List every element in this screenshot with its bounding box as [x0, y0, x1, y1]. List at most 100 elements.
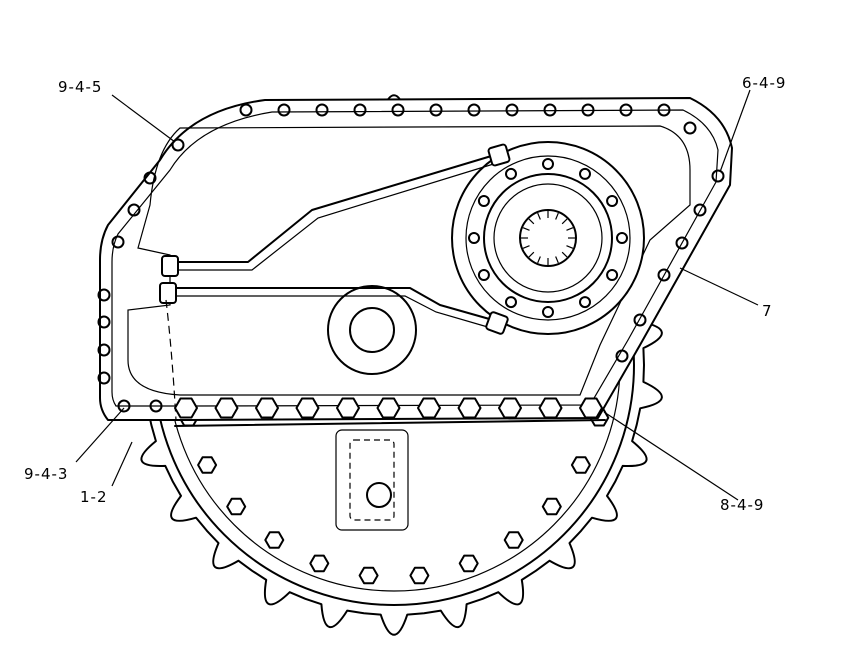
sprocket-bolt-hex [264, 531, 285, 549]
plate-bolt-hole [143, 171, 157, 185]
plate-bolt-hole [581, 103, 595, 117]
plate-bolt-hole [111, 235, 125, 249]
plate-bolt-hole [615, 349, 629, 363]
hub-ring-1 [465, 155, 631, 321]
leader-9-4-5 [111, 94, 176, 143]
fitting-upper-left [161, 255, 179, 277]
hub-bolt-hole [616, 232, 628, 244]
band-bolt-hex [579, 397, 603, 419]
hydraulic-line-lower [171, 287, 501, 323]
hub-bolt-holes [468, 158, 628, 318]
plate-bolt-hole [467, 103, 481, 117]
plate-bolt-hole [429, 103, 443, 117]
callout-7: 7 [762, 302, 773, 320]
plate-bolt-hole [633, 313, 647, 327]
sprocket-bolt-hexes [178, 408, 610, 585]
pin-bore-outer [327, 285, 417, 375]
callout-6-4-9: 6-4-9 [742, 74, 787, 92]
band-bolt-hex [295, 397, 320, 419]
sprocket-bolt-hex [409, 566, 430, 585]
hub-bolt-hole [477, 269, 490, 281]
sprocket-bolt-hex [541, 497, 562, 516]
hub-spline-tooth [561, 218, 568, 225]
plate-bolt-hole [543, 103, 557, 117]
hidden-line [165, 299, 177, 421]
sprocket-bolt-hex [197, 456, 218, 474]
plate-bolt-hole [97, 288, 111, 302]
hub-spline-tooth [528, 218, 535, 225]
plate-bolt-hole [675, 236, 689, 250]
hub-ring-3 [493, 183, 603, 293]
callout-9-4-3: 9-4-3 [24, 465, 69, 483]
callout-1-2: 1-2 [80, 488, 108, 506]
sprocket-bolt-hex [458, 554, 479, 573]
band-bolt-hex [457, 397, 482, 419]
lower-bracket-bolt [366, 482, 392, 508]
band-bolt-hex [336, 397, 360, 419]
plate-bolt-hole [97, 315, 111, 329]
hub-bolt-hole [468, 232, 480, 244]
sprocket-bolt-hex [503, 531, 524, 549]
plate-bolt-hole [619, 103, 633, 117]
plate-bolt-hole [277, 103, 291, 117]
hub-spline-tooth [566, 245, 574, 249]
hydraulic-line-lower-2 [172, 295, 499, 331]
fitting-lower-left [159, 282, 177, 304]
plate-bolt-hole [97, 371, 111, 385]
plate-bolt-hole [657, 268, 671, 282]
hub-spline-tooth [522, 245, 530, 249]
hub-spline-tooth [522, 227, 530, 231]
callout-9-4-5: 9-4-5 [58, 78, 103, 96]
plate-bolt-hole [683, 121, 697, 135]
sprocket-bolt-hex [309, 554, 330, 573]
hub-bolt-hole [477, 195, 490, 207]
plate-bolt-hole [391, 103, 405, 117]
plate-bolt-hole [657, 103, 671, 117]
hub-ring-2 [483, 173, 613, 303]
plate-bolt-hole [97, 343, 111, 357]
pin-bore-inner [349, 307, 395, 353]
leader-9-4-3 [75, 407, 125, 463]
band-bolt-hex [174, 397, 198, 419]
hub-bolt-hole [579, 296, 591, 309]
plate-bolt-hole [353, 103, 367, 117]
leader-8-4-9 [603, 411, 739, 501]
plate-bolt-hole [149, 399, 163, 413]
sprocket-bolt-hex [570, 456, 591, 474]
plate-bolt-holes [97, 103, 725, 413]
plate-bolt-hole [315, 103, 329, 117]
plate-bolt-hole [239, 103, 253, 117]
hub-spline-tooth [561, 251, 568, 258]
hub-spline-tooth [537, 212, 541, 220]
internal-cavity [127, 125, 691, 396]
plate-bolt-hole [171, 138, 185, 152]
band-bolt-hex [255, 397, 279, 419]
sprocket-bolt-hex [358, 566, 379, 585]
band-bolt-hex [538, 397, 563, 419]
fitting-upper-right [487, 143, 511, 167]
hub-spline-tooth [555, 212, 559, 220]
hub-spline-tooth [566, 227, 574, 231]
hub-bolt-hole [505, 167, 517, 180]
plate-bolt-hole [127, 203, 141, 217]
hub-bolt-hole [606, 195, 619, 207]
hub-bolt-hole [542, 158, 554, 170]
plate-bolt-hole [505, 103, 519, 117]
leader-1-2 [111, 441, 133, 487]
callout-8-4-9: 8-4-9 [720, 496, 765, 514]
hub-spline-tooth [537, 256, 541, 264]
band-bolt-hex [498, 397, 522, 419]
band-bolt-hexes [174, 397, 603, 419]
hub-bolt-hole [505, 296, 517, 309]
hub-bolt-hole [606, 269, 619, 281]
hydraulic-line-upper [171, 153, 499, 263]
plate-bolt-hole [693, 203, 707, 217]
hub-spline [521, 211, 575, 265]
hydraulic-line-upper-2 [172, 161, 501, 271]
hub-ring-4 [519, 209, 577, 267]
lower-band [174, 419, 606, 427]
fitting-lower-right [485, 311, 509, 335]
hub-flange [451, 141, 645, 335]
hub-bolt-hole [542, 306, 554, 318]
